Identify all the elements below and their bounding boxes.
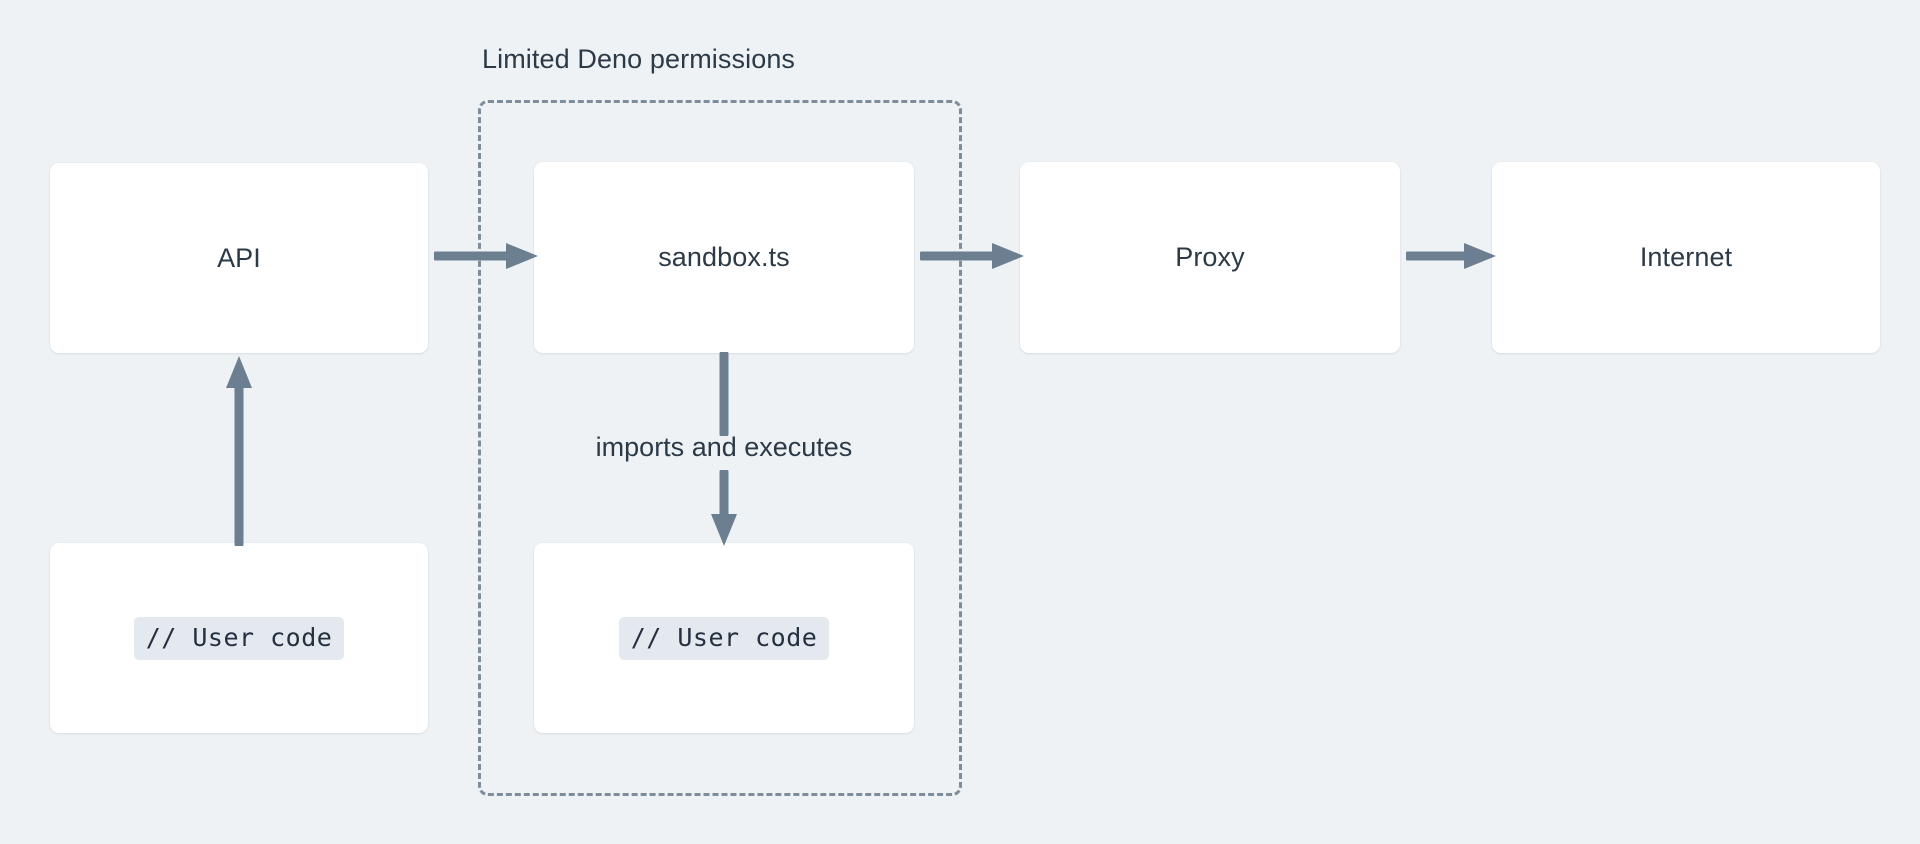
node-user-code-sandbox-label: // User code bbox=[618, 616, 830, 660]
arrow-user-code-to-api bbox=[226, 356, 252, 546]
group-title-label: Limited Deno permissions bbox=[482, 44, 796, 74]
node-api[interactable]: API bbox=[50, 163, 428, 353]
edge-label-imports-and-executes: imports and executes bbox=[595, 432, 853, 462]
node-user-code-left-label: // User code bbox=[133, 616, 345, 660]
node-user-code-left[interactable]: // User code bbox=[50, 543, 428, 733]
arrow-sandbox-to-user-code-upper-segment bbox=[719, 352, 729, 436]
node-internet-label: Internet bbox=[1639, 242, 1733, 272]
node-sandbox[interactable]: sandbox.ts bbox=[534, 162, 914, 353]
node-api-label: API bbox=[217, 242, 261, 273]
arrow-sandbox-to-proxy bbox=[920, 243, 1024, 269]
node-proxy-label: Proxy bbox=[1175, 242, 1245, 272]
arrow-proxy-to-internet bbox=[1406, 243, 1496, 269]
arrow-api-to-sandbox bbox=[434, 243, 538, 269]
node-internet[interactable]: Internet bbox=[1492, 162, 1880, 353]
node-user-code-sandbox[interactable]: // User code bbox=[534, 543, 914, 733]
node-proxy[interactable]: Proxy bbox=[1020, 162, 1400, 353]
node-sandbox-label: sandbox.ts bbox=[658, 242, 790, 272]
arrow-sandbox-to-user-code-lower-segment bbox=[711, 470, 737, 546]
limited-deno-permissions-group bbox=[478, 100, 962, 796]
